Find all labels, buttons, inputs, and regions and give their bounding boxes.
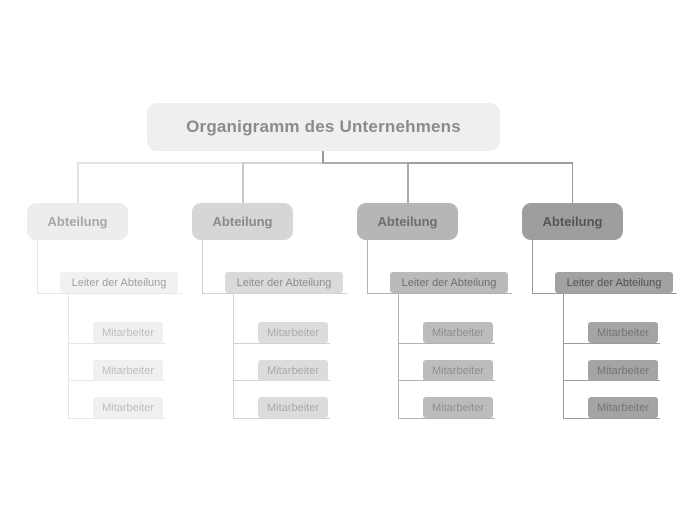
leader-node: Leiter der Abteilung [390,272,508,293]
root-node: Organigramm des Unternehmens [147,103,500,151]
department-node: Abteilung [357,203,458,240]
leader-label: Leiter der Abteilung [401,276,497,289]
department-label: Abteilung [377,214,438,229]
connector-line [398,294,399,419]
employee-node: Mitarbeiter [93,397,163,418]
connector-line [233,418,330,419]
leader-node: Leiter der Abteilung [225,272,343,293]
connector-top-segment [77,162,242,164]
connector-top-segment [242,162,323,164]
connector-line [398,418,495,419]
department-node: Abteilung [27,203,128,240]
connector-line [367,293,512,294]
employee-node: Mitarbeiter [588,397,658,418]
chart-title: Organigramm des Unternehmens [186,117,461,136]
connector-branch-drop [242,163,244,204]
employee-node: Mitarbeiter [423,397,493,418]
employee-label: Mitarbeiter [102,326,154,339]
connector-line [68,343,165,344]
department-column-4: Abteilung Leiter der Abteilung Mitarbeit… [522,0,687,520]
department-node: Abteilung [522,203,623,240]
connector-line [202,293,347,294]
connector-line [398,343,495,344]
department-column-3: Abteilung Leiter der Abteilung Mitarbeit… [357,0,522,520]
employee-label: Mitarbeiter [597,364,649,377]
employee-label: Mitarbeiter [432,364,484,377]
employee-node: Mitarbeiter [93,322,163,343]
employee-node: Mitarbeiter [423,360,493,381]
employee-node: Mitarbeiter [93,360,163,381]
employee-node: Mitarbeiter [258,360,328,381]
leader-node: Leiter der Abteilung [555,272,673,293]
employee-label: Mitarbeiter [102,401,154,414]
connector-line [563,343,660,344]
connector-line [37,293,182,294]
employee-label: Mitarbeiter [267,326,319,339]
department-column-1: Abteilung Leiter der Abteilung Mitarbeit… [27,0,192,520]
employee-label: Mitarbeiter [102,364,154,377]
connector-line [532,240,533,294]
employee-label: Mitarbeiter [597,401,649,414]
employee-label: Mitarbeiter [267,401,319,414]
department-column-2: Abteilung Leiter der Abteilung Mitarbeit… [192,0,357,520]
employee-node: Mitarbeiter [258,322,328,343]
connector-branch-drop [77,163,79,204]
leader-label: Leiter der Abteilung [71,276,167,289]
connector-line [233,343,330,344]
employee-label: Mitarbeiter [597,326,649,339]
connector-line [532,293,677,294]
leader-label: Leiter der Abteilung [236,276,332,289]
department-label: Abteilung [212,214,273,229]
connector-line [563,294,564,419]
department-label: Abteilung [542,214,603,229]
connector-line [563,418,660,419]
employee-node: Mitarbeiter [258,397,328,418]
employee-label: Mitarbeiter [267,364,319,377]
connector-line [68,418,165,419]
connector-top-segment [322,162,407,164]
employee-node: Mitarbeiter [588,360,658,381]
department-node: Abteilung [192,203,293,240]
leader-node: Leiter der Abteilung [60,272,178,293]
connector-top-segment [407,162,573,164]
employee-label: Mitarbeiter [432,326,484,339]
connector-line [37,240,38,294]
employee-label: Mitarbeiter [432,401,484,414]
department-label: Abteilung [47,214,108,229]
connector-line [202,240,203,294]
leader-label: Leiter der Abteilung [566,276,662,289]
connector-line [233,294,234,419]
connector-line [367,240,368,294]
connector-branch-drop [571,163,573,204]
connector-line [68,294,69,419]
connector-branch-drop [407,163,409,204]
connector-title-stub [322,151,324,163]
employee-node: Mitarbeiter [588,322,658,343]
employee-node: Mitarbeiter [423,322,493,343]
